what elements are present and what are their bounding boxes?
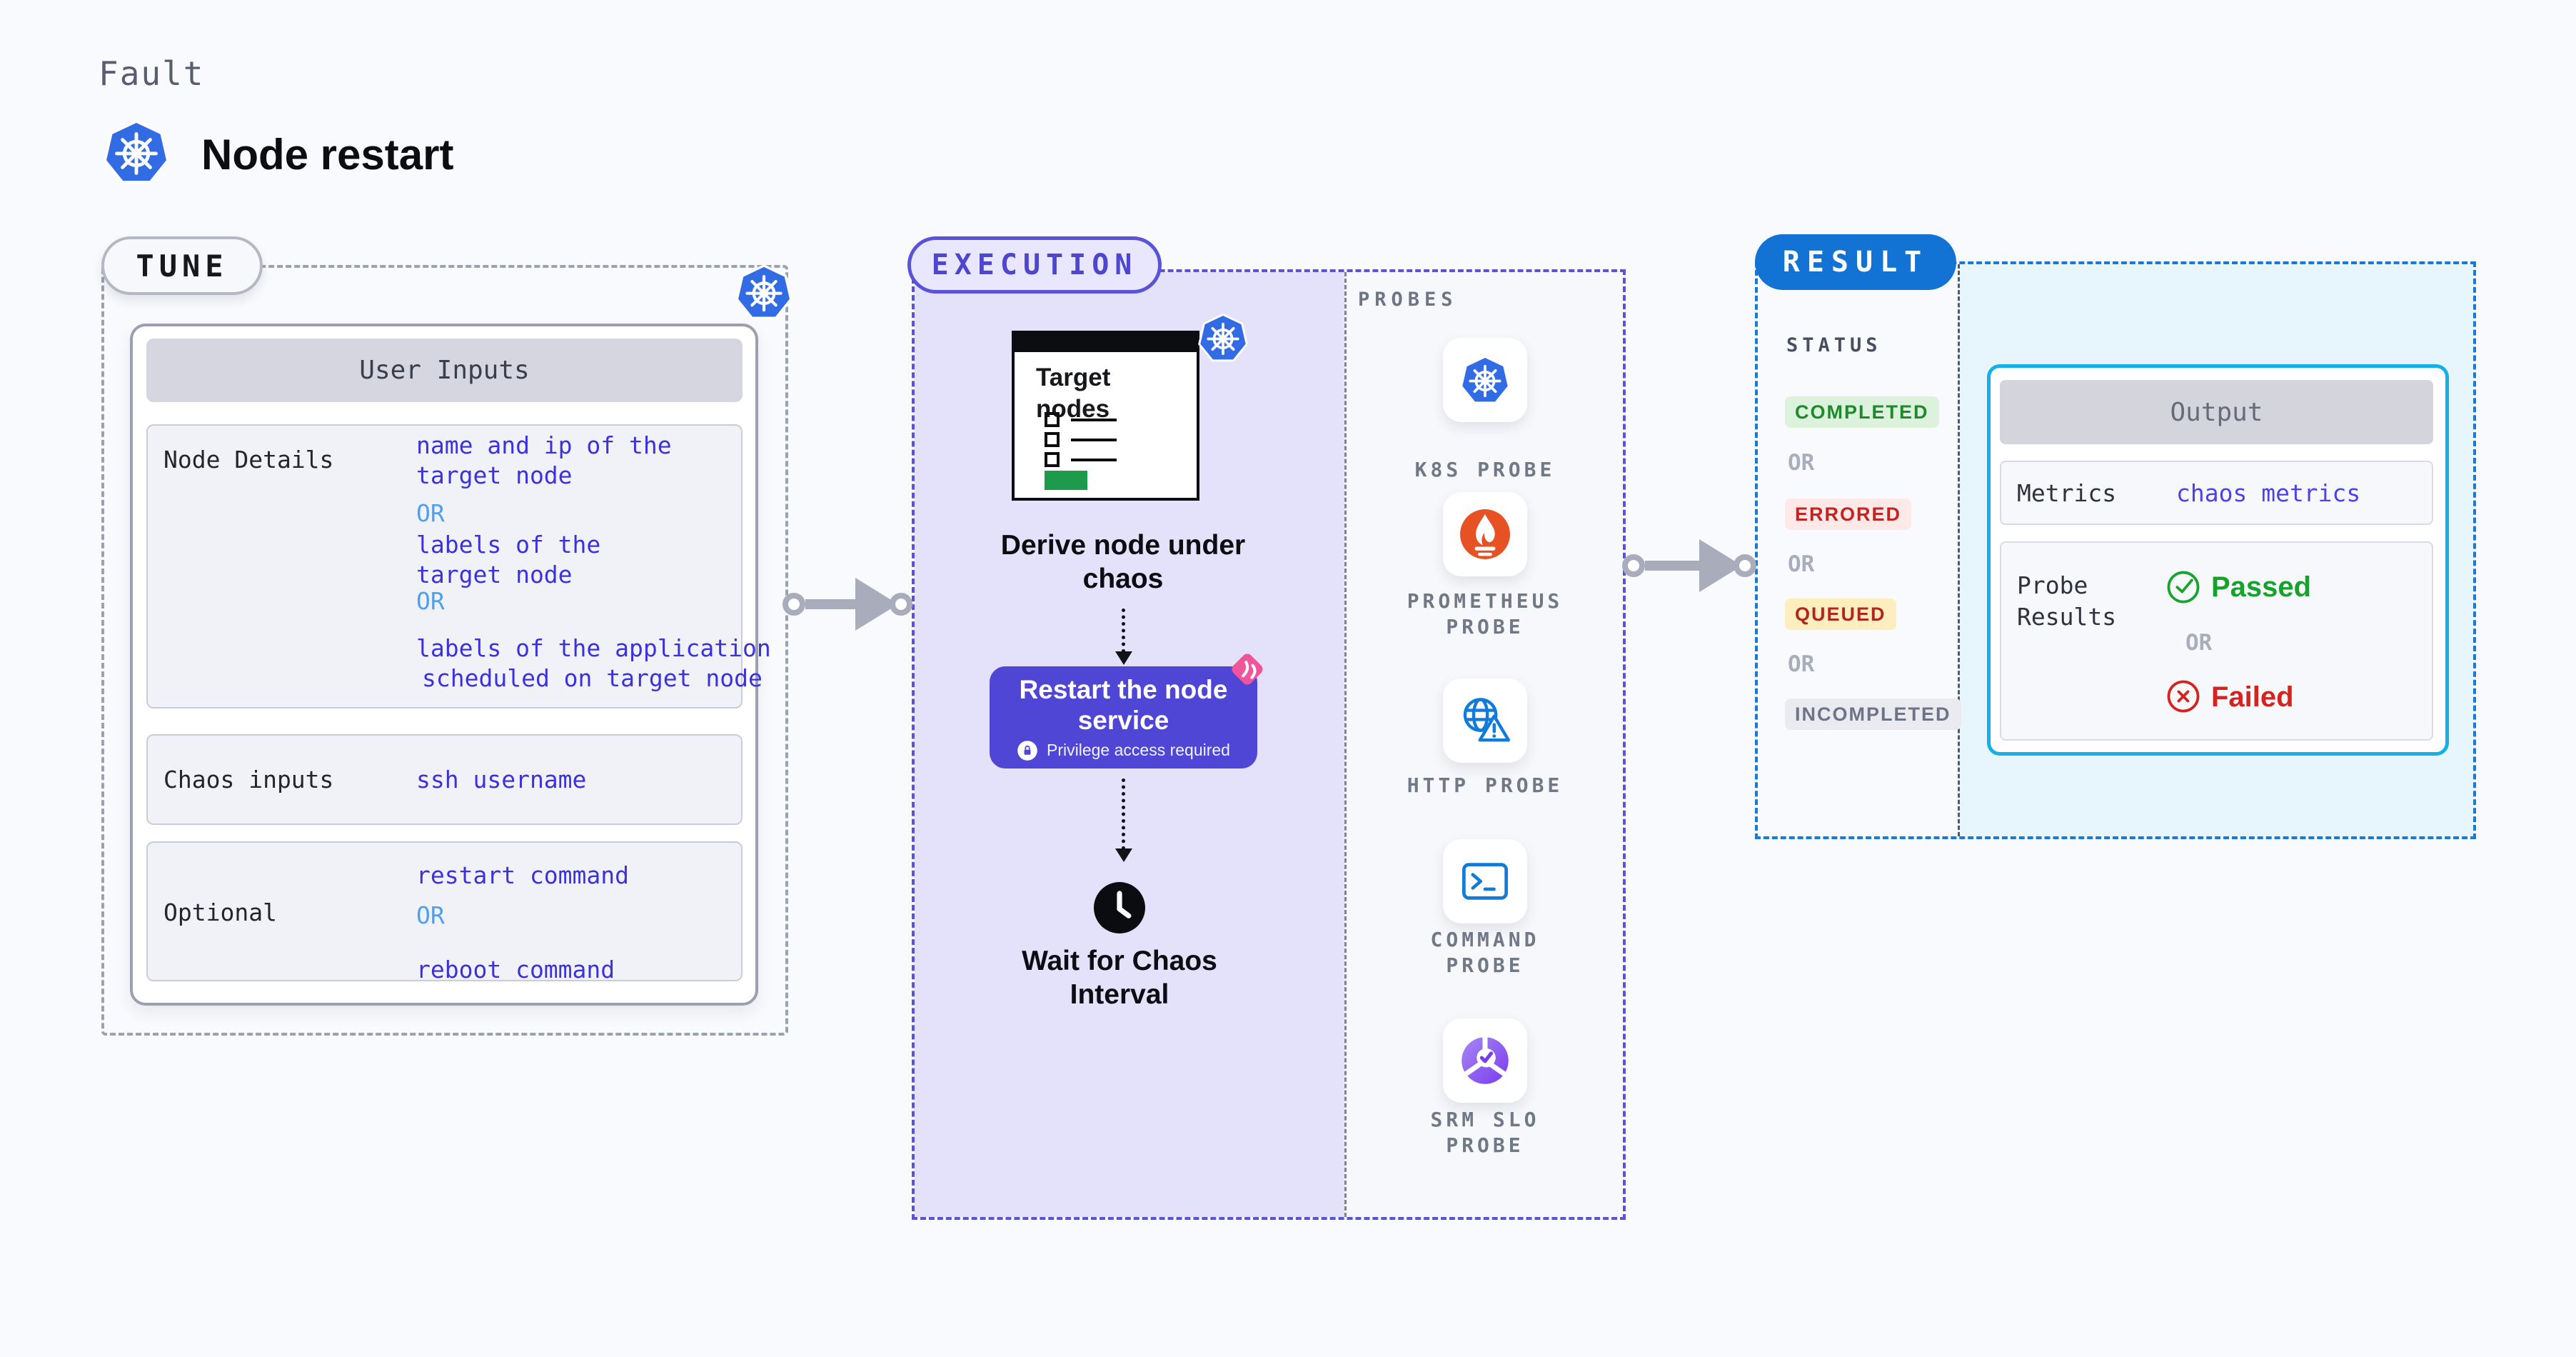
passed-label: Passed <box>2211 571 2312 603</box>
probe-label: SRM SLO PROBE <box>1430 1108 1540 1157</box>
slo-donut-check-icon <box>1457 1033 1513 1088</box>
row-value: labels of the <box>416 531 601 559</box>
result-tag: RESULT <box>1755 234 1956 290</box>
checkbox-icon <box>1045 412 1060 427</box>
row-label: Optional <box>163 898 277 926</box>
kubernetes-icon <box>734 262 794 322</box>
list-line <box>1071 418 1117 421</box>
failed-x-icon <box>2164 677 2203 716</box>
clock-icon <box>1091 879 1148 936</box>
tune-section <box>101 265 788 1036</box>
node-list-item <box>1045 452 1117 467</box>
http-probe-card <box>1443 678 1527 763</box>
kubernetes-icon <box>1197 311 1249 364</box>
or-separator: OR <box>1788 651 1815 677</box>
row-value: ssh username <box>416 766 587 793</box>
or-separator: OR <box>416 587 445 615</box>
prometheus-probe-card <box>1443 492 1527 576</box>
prometheus-icon <box>1458 507 1512 561</box>
probe-label: K8S PROBE <box>1414 458 1556 481</box>
or-separator: OR <box>1788 551 1815 577</box>
tune-to-execution-arrow <box>783 578 912 631</box>
terminal-icon <box>1457 853 1513 909</box>
arrow-start-dot <box>1622 554 1645 577</box>
row-label: Chaos inputs <box>163 766 334 793</box>
arrow-start-dot <box>783 593 805 616</box>
row-value: labels of the application <box>416 634 771 662</box>
probe-results-row: Probe Results Passed OR Failed <box>2000 541 2433 741</box>
page-title: Node restart <box>201 131 454 179</box>
status-badge-errored: ERRORED <box>1785 499 1912 530</box>
row-value: target node <box>416 461 573 489</box>
status-title: STATUS <box>1786 334 1882 356</box>
row-label: Node Details <box>163 446 334 474</box>
arrow-shaft <box>805 599 855 609</box>
arrow-end-dot <box>1734 554 1756 577</box>
or-separator: OR <box>416 499 445 527</box>
output-card: Output Metrics chaos metrics Probe Resul… <box>1987 364 2449 756</box>
metrics-label: Metrics <box>2017 479 2117 507</box>
metrics-row: Metrics chaos metrics <box>2000 461 2433 525</box>
list-line <box>1071 458 1117 461</box>
flow-arrow-head <box>1115 651 1132 665</box>
srm-slo-probe-card <box>1443 1018 1527 1103</box>
lock-icon <box>1017 740 1038 761</box>
passed-check-icon <box>2164 567 2203 606</box>
probes-title: PROBES <box>1358 289 1458 311</box>
row-value: reboot command <box>416 956 615 983</box>
globe-warning-icon <box>1456 692 1514 749</box>
target-card-title-line: Target <box>1036 364 1111 391</box>
tune-tag: TUNE <box>101 236 263 295</box>
step-wait-interval: Wait for Chaos Interval <box>1022 946 1217 1010</box>
node-list-item <box>1045 432 1117 447</box>
target-nodes-card: Target nodes <box>1012 331 1199 501</box>
or-separator: OR <box>2185 630 2213 656</box>
chaos-inputs-row: Chaos inputs ssh username <box>146 734 743 825</box>
row-value: name and ip of the <box>416 431 672 459</box>
probe-label: COMMAND PROBE <box>1430 928 1540 977</box>
probe-label: HTTP PROBE <box>1407 773 1564 797</box>
list-line <box>1071 438 1117 441</box>
step-derive-node: Derive node under chaos <box>1000 530 1246 594</box>
chaos-badge-icon <box>1227 649 1268 690</box>
checkbox-icon <box>1045 432 1060 447</box>
row-value: target node <box>416 561 573 589</box>
kubernetes-icon <box>101 117 171 187</box>
flow-connector <box>1122 778 1125 850</box>
k8s-probe-card <box>1443 338 1527 422</box>
arrow-end-dot <box>890 593 912 616</box>
card-titlebar <box>1015 334 1197 352</box>
execution-to-result-arrow <box>1622 539 1756 592</box>
privilege-note: Privilege access required <box>1047 741 1230 759</box>
command-probe-card <box>1443 839 1527 923</box>
status-badge-incompleted: INCOMPLETED <box>1785 698 1961 730</box>
probe-results-label-line: Results <box>2017 603 2117 631</box>
probe-label: PROMETHEUS PROBE <box>1407 589 1564 639</box>
metrics-value: chaos metrics <box>2176 479 2361 507</box>
execution-tag: EXECUTION <box>907 236 1162 294</box>
or-separator: OR <box>1788 450 1815 476</box>
arrow-shaft <box>1645 561 1699 571</box>
kubernetes-icon <box>1459 354 1511 406</box>
output-header: Output <box>2000 380 2433 444</box>
fault-eyebrow: Fault <box>99 54 205 93</box>
node-list-item <box>1045 412 1117 427</box>
status-badge-queued: QUEUED <box>1785 599 1896 630</box>
probe-results-label-line: Probe <box>2017 571 2088 599</box>
restart-node-service-step: Restart the node service Privilege acces… <box>990 666 1257 768</box>
optional-row: Optional restart command OR reboot comma… <box>146 841 743 983</box>
status-badge-completed: COMPLETED <box>1785 396 1939 428</box>
flow-arrow-head <box>1115 848 1132 862</box>
checkbox-icon <box>1045 452 1060 467</box>
user-inputs-header: User Inputs <box>146 339 743 402</box>
failed-label: Failed <box>2211 681 2294 713</box>
or-separator: OR <box>416 901 445 929</box>
row-value: restart command <box>416 861 630 889</box>
green-progress-bar <box>1045 471 1087 490</box>
flow-connector <box>1122 609 1125 653</box>
node-details-row: Node Details name and ip of the target n… <box>146 424 771 708</box>
row-value: scheduled on target node <box>422 664 763 692</box>
